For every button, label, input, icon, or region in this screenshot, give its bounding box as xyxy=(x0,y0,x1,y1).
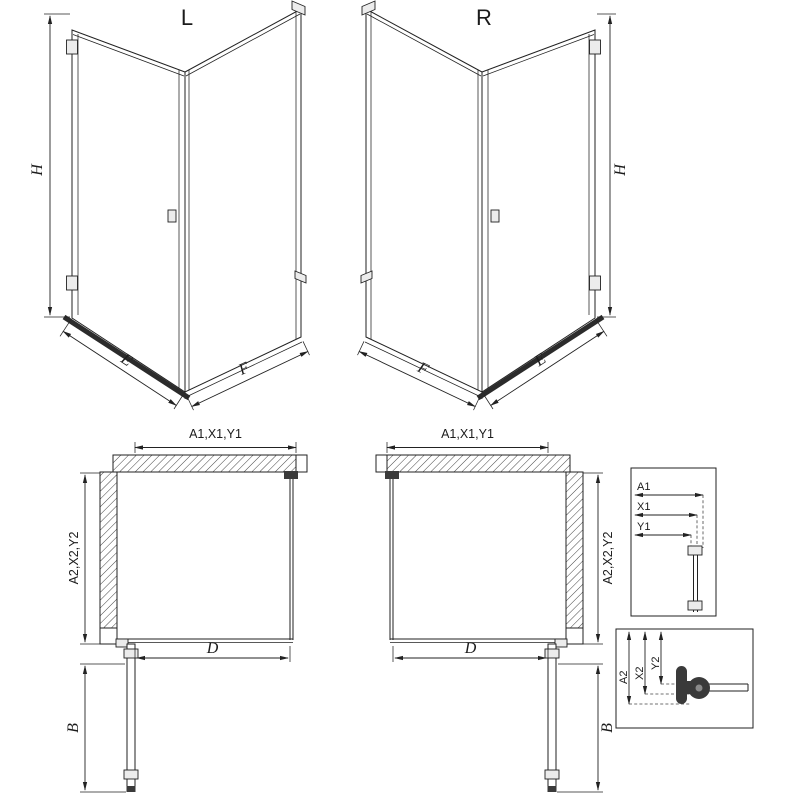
dim-inner-width: D xyxy=(134,640,291,662)
dim-label-width-top: A1,X1,Y1 xyxy=(189,427,242,441)
corner-connector xyxy=(385,471,399,479)
wall-end-profile-side xyxy=(565,627,584,645)
handle-profile xyxy=(676,666,710,704)
detail-box-vertical-dims: A2 X2 Y2 xyxy=(615,628,754,729)
wall-profile-bracket-top xyxy=(361,0,376,16)
door-hinge-upper xyxy=(123,648,139,659)
door-handle xyxy=(490,209,500,223)
glass-frame-lines xyxy=(72,12,303,399)
reference-dashes xyxy=(690,495,704,552)
door-hinge-bottom xyxy=(589,275,601,291)
door-end-cap xyxy=(126,786,136,792)
dim-label-door-depth: B xyxy=(65,723,82,733)
dim-label-inner-width: D xyxy=(206,640,219,657)
door-hinge-lower xyxy=(123,769,139,780)
dim-door-depth: B xyxy=(557,663,616,793)
dim-label-a2: A2 xyxy=(618,671,630,684)
dim-label-side: F xyxy=(414,359,431,379)
wall-section-top xyxy=(386,454,571,473)
dim-door-depth: B xyxy=(65,663,126,793)
dim-width-top: A1,X1,Y1 xyxy=(134,427,297,453)
iso-view-right: R H E xyxy=(357,0,629,411)
dim-inner-width: D xyxy=(392,640,549,662)
detail-box-horizontal-dims: A1 X1 Y1 xyxy=(630,467,717,617)
dim-depth-side: A2,X2,Y2 xyxy=(583,472,615,645)
open-door-panel xyxy=(547,643,557,791)
door-pivot-bracket xyxy=(115,638,129,648)
wall-section-side xyxy=(565,471,584,629)
open-door-panel xyxy=(126,643,136,791)
door-pivot-bracket xyxy=(554,638,568,648)
door-end-cap xyxy=(547,786,557,792)
dim-label-height: H xyxy=(612,163,629,177)
plan-view-left: A1,X1,Y1 A2,X2,Y2 D B xyxy=(65,427,308,793)
glass-side-panel xyxy=(184,8,302,393)
fixed-glass-panel xyxy=(289,472,294,640)
wall-profile-bracket-top xyxy=(291,0,306,16)
wall-profile-section xyxy=(687,545,703,612)
wall-end-profile-top xyxy=(375,454,388,473)
wall-section-side xyxy=(99,471,118,629)
tray-front-edge xyxy=(117,638,293,643)
dim-label-depth-side: A2,X2,Y2 xyxy=(601,532,615,585)
glass-section xyxy=(708,683,749,692)
dim-label-y1: Y1 xyxy=(637,521,650,533)
dim-label-depth-side: A2,X2,Y2 xyxy=(67,532,81,585)
dim-width-top: A1,X1,Y1 xyxy=(386,427,549,453)
dim-label-width-top: A1,X1,Y1 xyxy=(441,427,494,441)
dim-label-y2: Y2 xyxy=(650,657,662,670)
door-hinge-upper xyxy=(544,648,560,659)
detail-border xyxy=(630,467,717,617)
door-handle xyxy=(167,209,177,223)
door-hinge-bottom xyxy=(66,275,78,291)
door-hinge-top xyxy=(66,39,78,55)
wall-end-profile-side xyxy=(99,627,118,645)
dim-height: H xyxy=(29,13,70,318)
dim-label-door-depth: B xyxy=(599,723,616,733)
tray-front-edge xyxy=(390,638,566,643)
dim-height: H xyxy=(597,13,629,318)
wall-end-profile-top xyxy=(295,454,308,473)
detail-border xyxy=(615,628,754,729)
dim-depth-side: A2,X2,Y2 xyxy=(67,472,100,645)
dim-label-height: H xyxy=(29,163,46,177)
view-label-left: L xyxy=(181,5,193,30)
dim-label-side: F xyxy=(235,359,252,379)
wall-profile-bracket-bottom xyxy=(360,270,373,284)
fixed-glass-panel xyxy=(389,472,394,640)
wall-profile-bracket-bottom xyxy=(294,270,307,284)
dim-label-a1: A1 xyxy=(637,481,650,493)
wall-section-top xyxy=(112,454,297,473)
plan-view-right: A1,X1,Y1 A2,X2,Y2 D B xyxy=(375,427,616,793)
door-hinge-lower xyxy=(544,769,560,780)
glass-side-panel xyxy=(365,8,483,393)
iso-view-left: L H E xyxy=(29,0,310,411)
view-label-right: R xyxy=(476,5,492,30)
corner-connector xyxy=(284,471,298,479)
door-hinge-top xyxy=(589,39,601,55)
dim-label-x1: X1 xyxy=(637,501,650,513)
dim-label-x2: X2 xyxy=(634,667,646,680)
dim-label-inner-width: D xyxy=(464,640,477,657)
